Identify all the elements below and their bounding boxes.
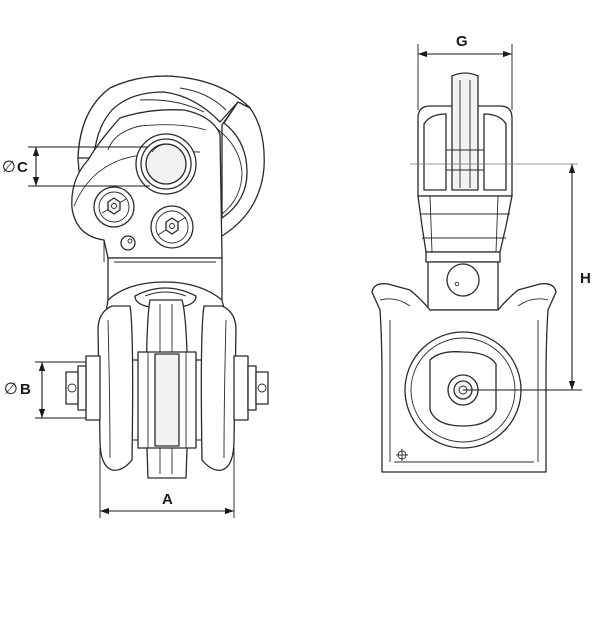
top-axle-pin xyxy=(145,143,187,185)
diameter-symbol-b: ∅ xyxy=(4,379,18,398)
nut-icon xyxy=(107,197,121,215)
dimension-b: ∅ B xyxy=(4,361,86,419)
collar xyxy=(425,251,501,263)
diameter-symbol-c: ∅ xyxy=(2,157,16,176)
fork-left xyxy=(97,305,134,471)
label-g: G xyxy=(456,33,468,50)
nut-icon-2 xyxy=(165,217,179,235)
dimension-c: ∅ C xyxy=(2,146,150,187)
bushing-left xyxy=(85,355,101,421)
swivel-eye xyxy=(451,72,479,191)
small-hole xyxy=(120,235,136,251)
front-view xyxy=(371,72,578,473)
label-a: A xyxy=(162,491,173,508)
dimension-a: A xyxy=(99,448,235,518)
side-view xyxy=(65,75,269,479)
dimension-g: G xyxy=(417,33,513,110)
label-b: B xyxy=(20,381,31,398)
fork-right xyxy=(200,305,237,471)
label-h: H xyxy=(580,270,591,287)
label-c: C xyxy=(17,159,28,176)
bushing-right xyxy=(233,355,249,421)
dimension-h: H xyxy=(463,164,591,391)
